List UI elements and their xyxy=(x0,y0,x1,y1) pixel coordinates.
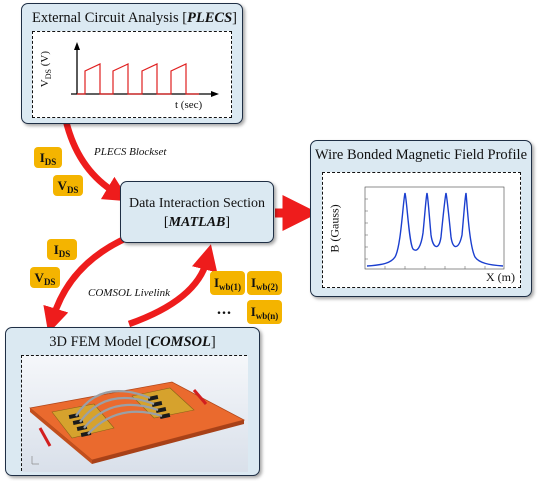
comsol-livelink-label: COMSOL Livelink xyxy=(88,287,170,299)
field-plot-area: B (Gauss) X (m) xyxy=(322,172,521,288)
x-axis-label: X (m) xyxy=(486,270,515,284)
comsol-model-area xyxy=(21,355,248,472)
plecs-blockset-label: PLECS Blockset xyxy=(94,146,167,158)
comsol-panel: 3D FEM Model [COMSOL] xyxy=(5,327,260,476)
fem-model-render xyxy=(22,356,248,472)
vds-axis-label: VDS (V) xyxy=(39,50,54,88)
matlab-box-line1: Data Interaction Section xyxy=(128,196,266,211)
vds-waveform-plot xyxy=(71,42,219,97)
plecs-panel: External Circuit Analysis [PLECS] VDS (V… xyxy=(21,3,243,124)
vds-waveform xyxy=(77,63,199,95)
right-pad xyxy=(131,387,195,419)
comsol-panel-title: 3D FEM Model [COMSOL] xyxy=(49,334,216,350)
plecs-panel-title: External Circuit Analysis [PLECS] xyxy=(32,10,238,26)
arrow-matlab-to-comsol xyxy=(43,233,133,334)
badge-vds-top: VDS xyxy=(53,175,83,196)
badge-vds-mid: VDS xyxy=(30,267,60,288)
bond-wires xyxy=(75,390,163,435)
time-axis-label: t (sec) xyxy=(175,99,203,111)
field-profile-panel: Wire Bonded Magnetic Field Profile B (Ga… xyxy=(310,140,532,297)
arrow-comsol-to-matlab xyxy=(127,244,218,328)
badge-ids-top: IDS xyxy=(34,147,62,168)
badge-ids-mid: IDS xyxy=(47,239,77,260)
matlab-box-line2: [MATLAB] xyxy=(163,215,231,230)
badge-iwbn: Iwb(n) xyxy=(247,300,282,324)
field-profile-title: Wire Bonded Magnetic Field Profile xyxy=(314,147,528,163)
matlab-box: Data Interaction Section [MATLAB] xyxy=(120,181,274,243)
ellipsis-label: ... xyxy=(217,301,232,318)
badge-iwb1: Iwb(1) xyxy=(210,271,245,295)
left-pad xyxy=(51,403,115,439)
b-field-curve xyxy=(366,192,504,267)
plecs-plot-area: VDS (V) t (sec) xyxy=(32,31,232,118)
magnetic-field-plot xyxy=(364,186,505,270)
badge-iwb2: Iwb(2) xyxy=(247,271,282,295)
arrow-plecs-to-matlab xyxy=(62,120,130,202)
